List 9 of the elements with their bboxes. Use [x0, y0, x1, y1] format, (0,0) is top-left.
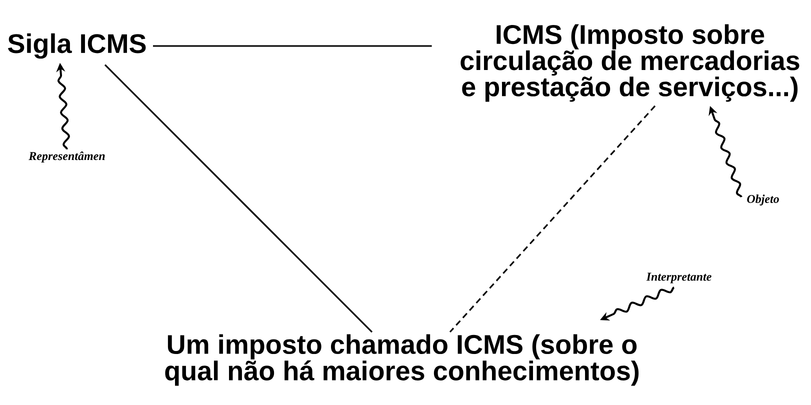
- role-label: Objeto: [747, 194, 779, 206]
- connector-line: [449, 105, 656, 333]
- term-label: Um imposto chamado ICMS (sobre o qual não há maiores conhecimentos): [165, 334, 639, 386]
- role-label: Interpretante: [646, 272, 712, 284]
- term-label: ICMS (Imposto sobre circulação de mercadorias e prestação de serviços...): [460, 24, 800, 102]
- connector-line: [153, 45, 432, 47]
- role-label: Representâmen: [28, 152, 105, 163]
- connector-line: [104, 64, 373, 333]
- term-label: Sigla ICMS: [8, 33, 146, 59]
